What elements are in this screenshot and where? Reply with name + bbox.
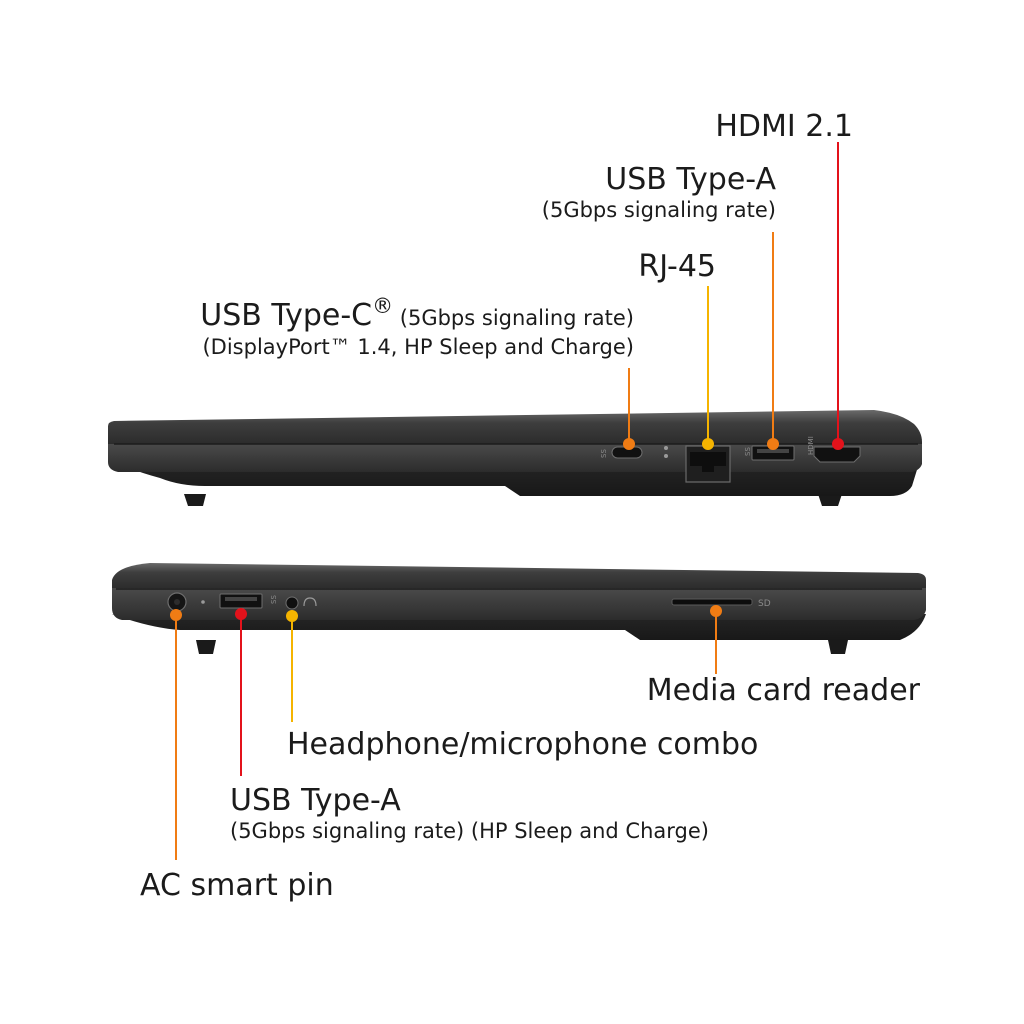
laptop-foot-left — [184, 494, 206, 506]
callout-usb-a-right: USB Type-A (5Gbps signaling rate) — [542, 162, 779, 450]
laptop-base — [108, 444, 922, 472]
callout-usb-c: USB Type-C® (5Gbps signaling rate) (Disp… — [200, 294, 635, 450]
usb-a-left-sublabel: (5Gbps signaling rate) (HP Sleep and Cha… — [230, 819, 709, 843]
rj45-label: RJ-45 — [638, 249, 716, 284]
usb-c-reg: ® — [372, 294, 393, 318]
laptop-foot-right — [818, 494, 842, 506]
callout-usb-a-left: USB Type-A (5Gbps signaling rate) (HP Sl… — [230, 608, 709, 843]
callout-rj45: RJ-45 — [638, 249, 716, 450]
callout-hdmi: HDMI 2.1 — [715, 109, 853, 450]
usb-a-port-icon: SS — [744, 445, 795, 461]
ac-pin-label: AC smart pin — [140, 868, 334, 903]
svg-text:SS: SS — [270, 595, 278, 604]
usb-a-right-sublabel: (5Gbps signaling rate) — [542, 198, 776, 222]
laptop-lid — [108, 410, 922, 446]
laptop-right-side: SS SS HDMI — [108, 410, 922, 506]
usb-c-inline-note: (5Gbps signaling rate) — [393, 306, 634, 330]
callout-headphone: Headphone/microphone combo — [286, 610, 758, 762]
laptop-left-side: SS SD — [112, 563, 926, 654]
usb-a-port-icon-2: SS — [219, 593, 278, 609]
svg-text:SS: SS — [600, 449, 608, 458]
svg-text:HDMI: HDMI — [807, 436, 815, 455]
usb-c-label: USB Type-C — [200, 298, 372, 333]
sd-marking: SD — [758, 599, 771, 609]
sd-card-slot-icon: SD — [671, 598, 771, 609]
callout-ac-pin: AC smart pin — [140, 609, 334, 903]
usb-c-sublabel: (DisplayPort™ 1.4, HP Sleep and Charge) — [202, 335, 634, 359]
hdmi-port-icon: HDMI — [807, 436, 861, 463]
hdmi-label: HDMI 2.1 — [715, 109, 853, 144]
laptop-lid-2 — [112, 563, 926, 590]
laptop-foot-right-2 — [828, 640, 848, 654]
ethernet-port-icon — [664, 445, 731, 483]
headphone-label: Headphone/microphone combo — [287, 727, 758, 762]
usb-a-left-label: USB Type-A — [230, 783, 401, 818]
laptop-bottom-band-2 — [112, 614, 926, 640]
media-card-label: Media card reader — [647, 673, 921, 708]
svg-text:SS: SS — [744, 447, 752, 456]
usb-a-right-label: USB Type-A — [605, 162, 776, 197]
laptop-base-2 — [112, 588, 926, 620]
headphone-jack-icon — [285, 596, 317, 610]
power-port-icon — [167, 592, 205, 612]
laptop-foot-left-2 — [196, 640, 216, 654]
callout-media-card: Media card reader — [647, 605, 921, 708]
usb-c-title-line: USB Type-C® (5Gbps signaling rate) — [200, 294, 634, 333]
